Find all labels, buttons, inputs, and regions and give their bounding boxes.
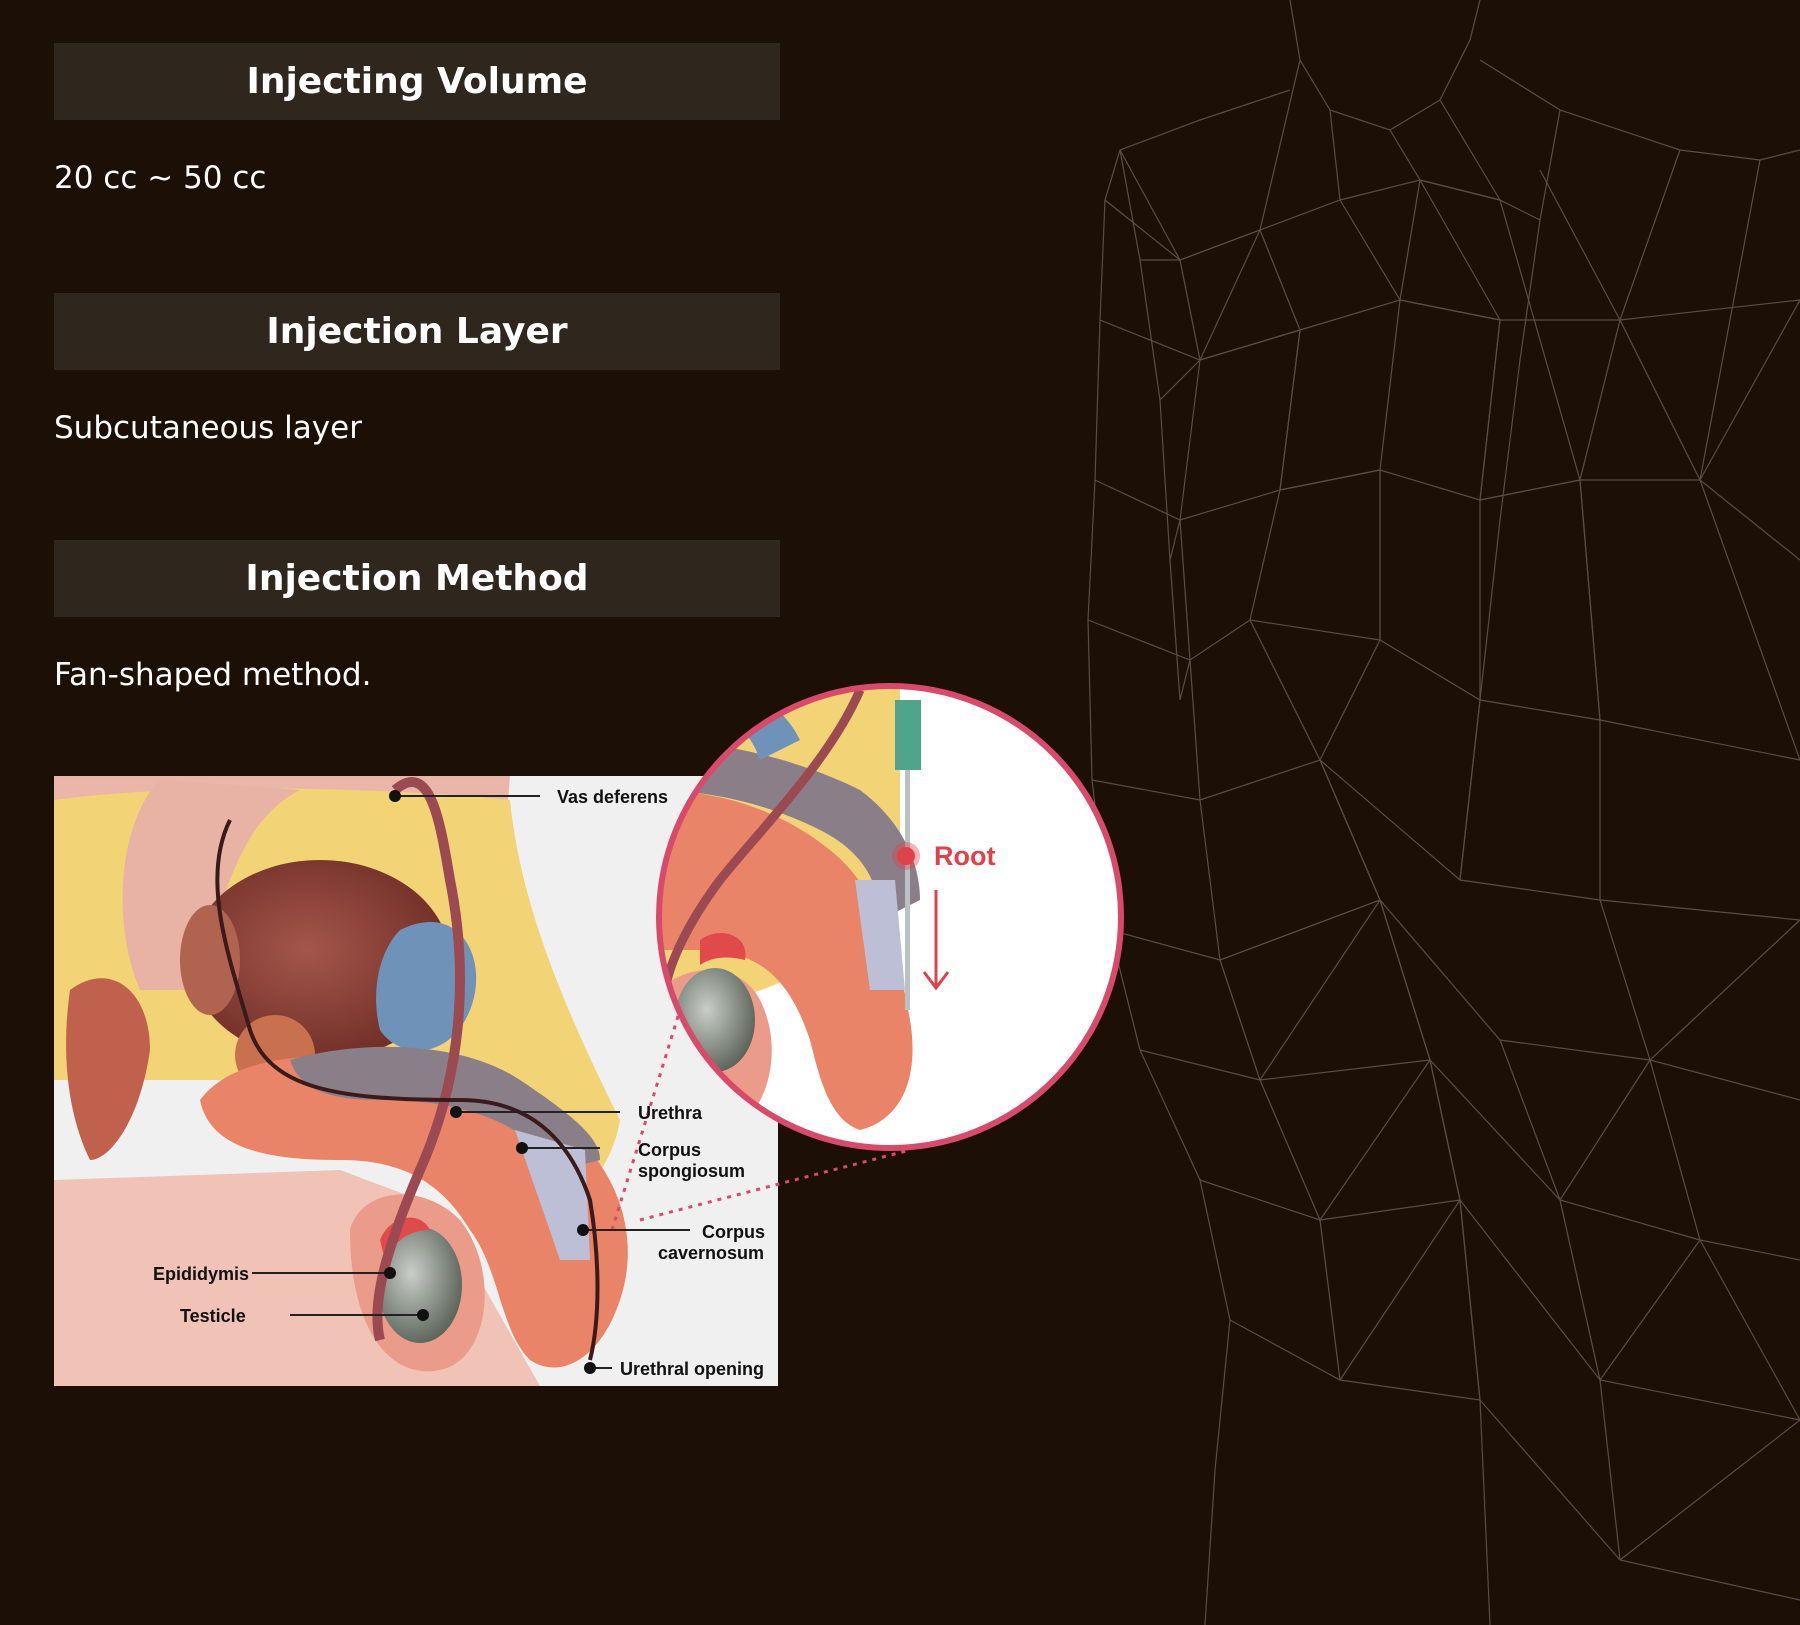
label-corpus-cavernosum-2: cavernosum xyxy=(658,1243,764,1263)
root-label: Root xyxy=(934,841,995,871)
label-urethra: Urethra xyxy=(638,1103,703,1123)
label-urethral-opening: Urethral opening xyxy=(620,1359,764,1379)
label-testicle: Testicle xyxy=(180,1306,246,1326)
magnified-callout: Root xyxy=(656,683,1124,1151)
injecting-volume-value: 20 cc ~ 50 cc xyxy=(54,160,267,196)
label-corpus-spongiosum-2: spongiosum xyxy=(638,1161,745,1181)
section-header-injecting-volume: Injecting Volume xyxy=(54,43,780,120)
label-corpus-cavernosum-1: Corpus xyxy=(702,1222,765,1242)
injection-layer-value: Subcutaneous layer xyxy=(54,410,362,446)
section-header-injection-method: Injection Method xyxy=(54,540,780,617)
label-epididymis: Epididymis xyxy=(153,1264,249,1284)
section-header-injection-layer: Injection Layer xyxy=(54,293,780,370)
injection-method-value: Fan-shaped method. xyxy=(54,657,372,693)
anatomy-panel xyxy=(54,776,778,1386)
label-corpus-spongiosum-1: Corpus xyxy=(638,1140,701,1160)
label-vas-deferens: Vas deferens xyxy=(557,787,668,807)
